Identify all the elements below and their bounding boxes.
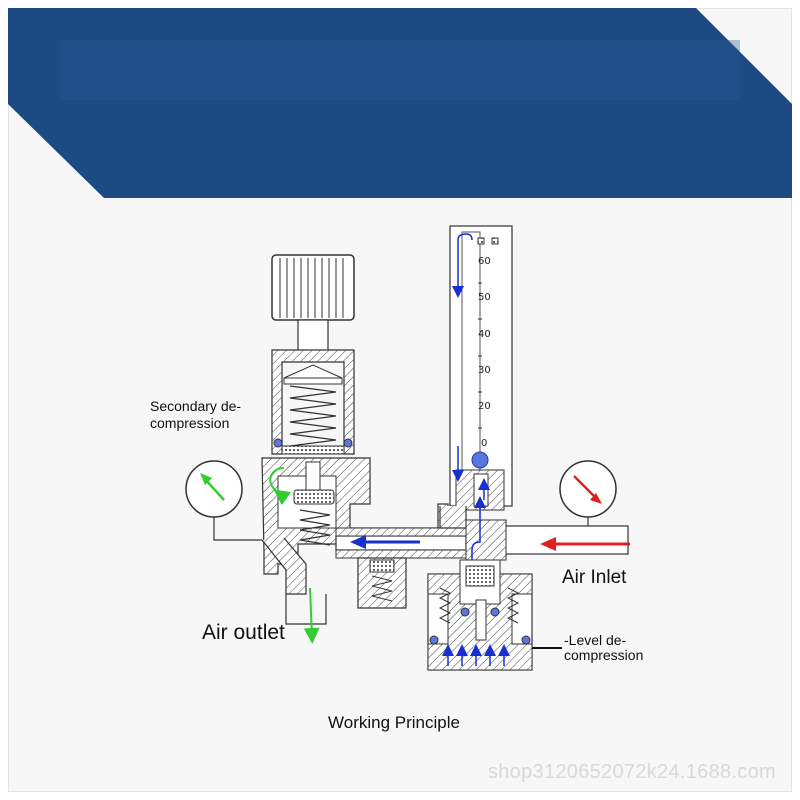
flowmeter-base (439, 506, 467, 529)
relief-valve (357, 557, 407, 609)
label-secondary-decompression: Secondary de-compression (150, 398, 242, 431)
flowmeter (449, 225, 513, 511)
label-air-inlet: Air Inlet (562, 567, 627, 588)
secondary-regulator-bonnet (271, 349, 355, 455)
scale-tick-40: 40 (478, 329, 491, 340)
label-air-outlet: Air outlet (202, 621, 285, 644)
scale-tick-30: 30 (478, 365, 491, 376)
watermark: shop3120652072k24.1688.com (487, 761, 776, 783)
diagram-caption: Working Principle (328, 713, 460, 732)
outlet-pressure-gauge (185, 460, 262, 541)
regulator-spring (289, 385, 337, 447)
adjustment-knob (271, 254, 355, 353)
scale-tick-50: 50 (478, 292, 491, 303)
flowmeter-ball (471, 451, 489, 469)
scale-tick-60: 60 (478, 256, 491, 267)
inlet-pressure-gauge (559, 460, 617, 526)
scale-tick-0: 0 (481, 438, 487, 449)
scale-tick-20: 20 (478, 401, 491, 412)
inlet-pipe (465, 519, 629, 561)
flow-arrows (269, 233, 630, 666)
outlet-arrow (303, 587, 320, 644)
secondary-regulator-body (261, 457, 449, 625)
label-level-decompression: -Level de-compression (564, 632, 644, 663)
flowmeter-scale: 60 50 40 30 20 0 (478, 256, 491, 449)
